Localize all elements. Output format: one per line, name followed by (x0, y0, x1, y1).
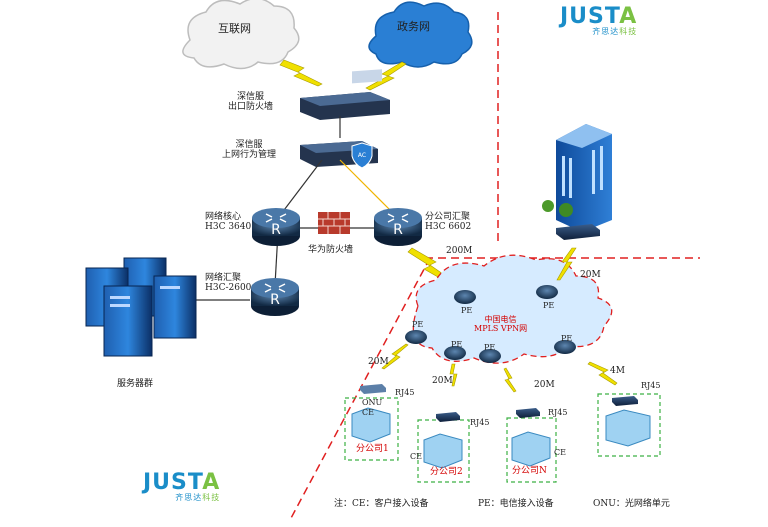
internet-label: 互联网 (218, 22, 251, 35)
branch-agg-label-line1: 分公司汇聚 (425, 212, 471, 222)
site1-name-label: 分公司1 (356, 444, 389, 454)
firewall-label-line1: 深信服 (237, 92, 265, 102)
link-building-label: 20M (580, 270, 601, 280)
ac-label-line1: 深信服 (235, 140, 263, 150)
router-letter: R (393, 222, 403, 238)
logo-sub-a: 齐思达 (592, 27, 620, 36)
site2-bw-label: 20M (432, 376, 453, 386)
ac-label-line2: 上网行为管理 (222, 150, 277, 161)
mpls-label: 中国电信 MPLS VPN网 (474, 315, 527, 333)
mpls-vpn-cloud (412, 254, 613, 364)
legend-ce: 注：CE：客户接入设备 (334, 499, 429, 509)
siteN-ce-label: CE (554, 448, 566, 457)
siteN-name-label: 分公司N (512, 466, 547, 476)
building-router (556, 224, 600, 240)
huawei-firewall-label: 华为防火墙 (308, 245, 354, 255)
router-net-agg-h3c2600: R (251, 278, 299, 316)
site-boxes (344, 393, 661, 483)
site1-onu-label: ONU (362, 398, 383, 407)
router-letter: R (270, 292, 280, 308)
firewall-label-line2: 出口防火墙 (228, 102, 274, 113)
mpls-label-line1: 中国电信 (484, 315, 517, 324)
siteN-rj45-label: RJ45 (548, 408, 568, 417)
sangfor-ac-device: AC (300, 141, 378, 169)
net-agg-label: 网络汇聚 H3C-2600 (205, 273, 251, 294)
pe-label: PE (451, 340, 463, 349)
logo-sub-b: 科技 (202, 493, 221, 502)
pe-label: PE (484, 343, 496, 352)
core-router-label-line2: H3C 3640 (205, 222, 252, 233)
router-branch-agg-h3c6602: R (374, 208, 422, 246)
huawei-firewall-icon (318, 212, 350, 234)
logo-sub-b: 科技 (619, 27, 638, 36)
logo-brand-b: A (202, 470, 221, 495)
site1-rj45-label: RJ45 (395, 388, 415, 397)
pe-label: PE (543, 301, 555, 310)
core-router-label: 网络核心 H3C 3640 (205, 212, 251, 233)
sangfor-firewall-device (300, 69, 390, 120)
branch-agg-label: 分公司汇聚 H3C 6602 (425, 212, 471, 233)
mpls-label-line2: MPLS VPN网 (474, 324, 528, 334)
legend-onu: ONU：光网络单元 (593, 499, 670, 509)
wan-links-top (279, 59, 407, 91)
pe-label: PE (561, 334, 573, 343)
logo-brand-a: JUST (560, 4, 620, 29)
wan-links-branches (381, 343, 618, 393)
link-200m-label: 200M (446, 246, 473, 256)
logo-brand-a: JUST (143, 470, 203, 495)
server-cluster-label: 服务器群 (117, 379, 154, 389)
pe-label: PE (412, 320, 424, 329)
firewall-label: 深信服 出口防火墙 (228, 92, 273, 113)
logo-sub-a: 齐思达 (175, 493, 203, 502)
site1-bw-label: 20M (368, 357, 389, 367)
site4-rj45-label: RJ45 (641, 381, 661, 390)
ac-label: 深信服 上网行为管理 (222, 140, 276, 161)
remote-site-building (542, 124, 612, 232)
net-agg-label-line2: H3C-2600 (205, 283, 252, 294)
gov-network-label: 政务网 (397, 20, 430, 33)
siteN-bw-label: 20M (534, 380, 555, 390)
logo-brand-b: A (619, 4, 638, 29)
site2-ce-label: CE (410, 452, 422, 461)
core-router-label-line1: 网络核心 (205, 212, 242, 222)
gov-cloud (368, 1, 473, 68)
router-core-h3c3640: R (252, 208, 300, 246)
branch-agg-label-line2: H3C 6602 (425, 222, 472, 233)
ac-badge: AC (358, 152, 366, 159)
server-cluster (85, 257, 197, 357)
legend-pe: PE：电信接入设备 (478, 499, 554, 509)
justa-logo-bottom: JUSTA 齐思达科技 (143, 470, 220, 503)
site2-name-label: 分公司2 (430, 467, 463, 477)
internet-cloud (182, 0, 300, 70)
justa-logo-top: JUSTA 齐思达科技 (560, 4, 637, 37)
site2-rj45-label: RJ45 (470, 418, 490, 427)
pe-label: PE (461, 306, 473, 315)
wan-link-building (556, 247, 577, 281)
router-letter: R (271, 222, 281, 238)
net-agg-label-line1: 网络汇聚 (205, 273, 242, 283)
site1-ce-label: CE (362, 408, 374, 417)
site4-bw-label: 4M (610, 366, 625, 376)
access-devices (351, 384, 651, 469)
pe-routers (405, 285, 576, 363)
